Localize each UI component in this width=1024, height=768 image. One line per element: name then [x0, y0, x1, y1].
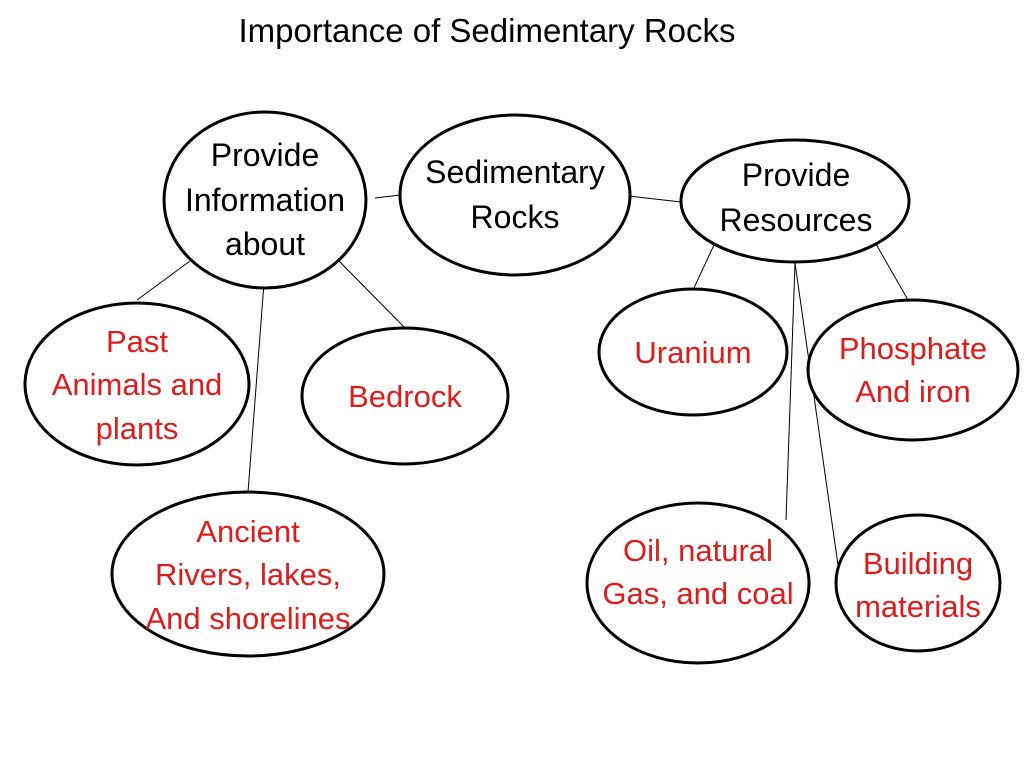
connector-resources-oil-gas	[785, 262, 796, 521]
oil-gas-node-shape	[585, 501, 811, 665]
connector-info-ancient-rivers	[247, 282, 265, 493]
building-node-shape	[834, 513, 1002, 653]
ancient-rivers-node-label: Ancient Rivers, lakes, And shorelines	[145, 513, 351, 636]
info-node-shape	[162, 110, 368, 290]
bedrock-node-label: Bedrock	[348, 379, 462, 415]
connector-resources-building	[794, 262, 839, 566]
building-node-label: Building materials	[855, 545, 981, 624]
uranium-node-shape	[597, 287, 789, 417]
resources-node-label: Provide Resources	[719, 157, 873, 238]
bedrock-node-shape	[300, 326, 510, 466]
connector-root-resources	[628, 195, 682, 203]
uranium-node-label: Uranium	[634, 335, 752, 371]
slide-title: Importance of Sedimentary Rocks	[238, 12, 736, 49]
connector-info-past-animals	[136, 260, 191, 301]
connector-info-bedrock	[337, 259, 407, 330]
past-animals-node-label: Past Animals and plants	[51, 323, 223, 446]
connector-info-root	[374, 194, 402, 199]
root-node-shape	[398, 113, 632, 277]
phosphate-node-shape	[806, 298, 1020, 442]
connector-resources-uranium	[692, 244, 715, 291]
root-node-label: Sedimentary Rocks	[425, 154, 605, 235]
oil-gas-node-label: Oil, natural Gas, and coal	[602, 532, 794, 611]
past-animals-node-shape	[23, 301, 251, 467]
ancient-rivers-node-shape	[110, 490, 386, 658]
info-node-label: Provide Information about	[184, 136, 346, 263]
resources-node-shape	[679, 138, 911, 264]
connector-resources-phosphate	[875, 243, 909, 301]
phosphate-node-label: Phosphate And iron	[838, 330, 988, 409]
